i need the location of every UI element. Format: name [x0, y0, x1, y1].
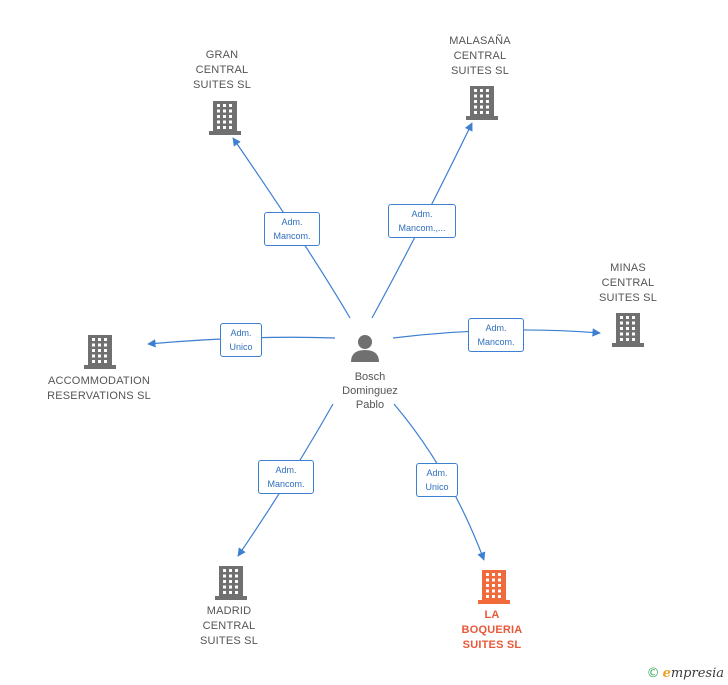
company-label-madrid[interactable]: MADRID CENTRAL SUITES SL — [199, 605, 259, 647]
building-icon[interactable] — [612, 313, 644, 347]
relation-label-madrid: Adm. Mancom. — [258, 460, 314, 494]
nodes-layer — [84, 86, 644, 604]
copyright-icon: © — [646, 666, 660, 681]
brand-name: mpresia — [670, 666, 724, 681]
relation-label-malasana: Adm. Mancom.,... — [388, 204, 456, 238]
relation-label-gran: Adm. Mancom. — [264, 212, 320, 246]
company-label-malasana[interactable]: MALASAÑA CENTRAL SUITES SL — [449, 35, 511, 77]
edges-layer — [147, 122, 601, 561]
company-label-minas[interactable]: MINAS CENTRAL SUITES SL — [598, 262, 658, 304]
company-label-boqueria[interactable]: LA BOQUERIA SUITES SL — [461, 609, 523, 651]
relation-label-accommodation: Adm. Unico — [220, 323, 262, 357]
empresia-brand: ©empresia — [647, 666, 724, 681]
relation-label-boqueria: Adm. Unico — [416, 463, 458, 497]
company-label-accommodation[interactable]: ACCOMMODATION RESERVATIONS SL — [47, 375, 151, 402]
building-icon[interactable] — [215, 566, 247, 600]
building-icon[interactable] — [209, 101, 241, 135]
building-icon[interactable] — [478, 570, 510, 604]
person-icon — [351, 335, 379, 362]
brand-initial: e — [662, 666, 671, 681]
company-label-gran[interactable]: GRAN CENTRAL SUITES SL — [192, 49, 252, 91]
relation-label-minas: Adm. Mancom. — [468, 318, 524, 352]
building-icon[interactable] — [466, 86, 498, 120]
building-icon[interactable] — [84, 335, 116, 369]
center-person-label: Bosch Dominguez Pablo — [342, 371, 398, 411]
